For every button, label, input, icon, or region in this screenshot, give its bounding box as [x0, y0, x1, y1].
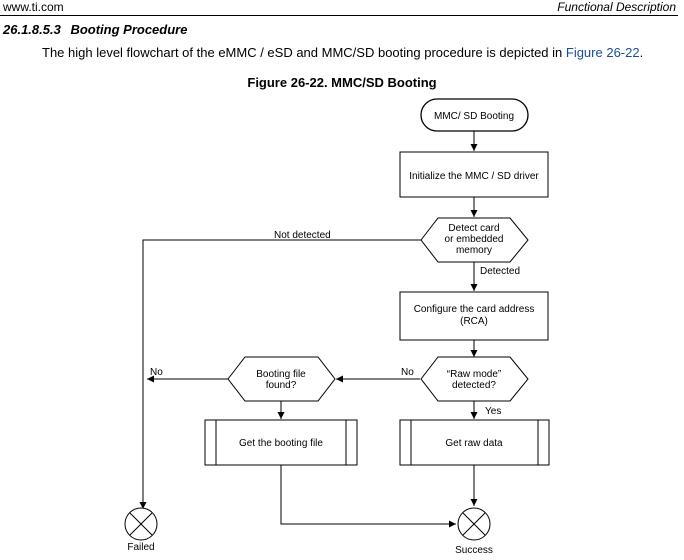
raw-mode-label-1: “Raw mode” — [447, 369, 501, 380]
header-section-title: Functional Description — [557, 0, 676, 14]
figure-link[interactable]: Figure 26-22 — [565, 45, 640, 60]
header-rule — [0, 15, 678, 16]
boot-file-label-1: Booting file — [256, 369, 306, 380]
get-raw-label: Get raw data — [445, 438, 503, 449]
detect-label-3: memory — [456, 245, 492, 256]
get-boot-file-label: Get the booting file — [239, 438, 323, 449]
figure-title: Figure 26-22. MMC/SD Booting — [247, 75, 437, 90]
failed-node: Failed — [124, 507, 158, 553]
config-label-2: (RCA) — [460, 316, 488, 327]
start-label: MMC/ SD Booting — [434, 111, 514, 122]
section-heading: 26.1.8.5.3 Booting Procedure — [3, 22, 187, 37]
detect-label-2: or embedded — [445, 234, 504, 245]
edge-bootfile-success — [280, 465, 456, 528]
no-file-label: No — [150, 367, 163, 378]
failed-label: Failed — [127, 542, 154, 553]
success-label: Success — [455, 545, 493, 556]
success-node: Success — [455, 507, 493, 556]
detect-node: Detect card or embedded memory — [420, 217, 529, 263]
paragraph-end: . — [639, 45, 644, 60]
detect-label-1: Detect card — [448, 223, 499, 234]
start-node: MMC/ SD Booting — [420, 98, 529, 132]
boot-file-label-2: found? — [266, 380, 297, 391]
header-site: www.ti.com — [3, 0, 64, 14]
get-raw-node: Get raw data — [399, 419, 550, 466]
init-node: Initialize the MMC / SD driver — [399, 151, 549, 198]
init-label: Initialize the MMC / SD driver — [409, 171, 539, 182]
config-label-1: Configure the card address — [414, 304, 535, 315]
get-boot-file-node: Get the booting file — [204, 419, 358, 466]
boot-file-node: Booting file found? — [227, 356, 336, 402]
intro-paragraph: The high level flowchart of the eMMC / e… — [42, 45, 643, 60]
raw-mode-label-2: detected? — [452, 380, 496, 391]
no-raw-label: No — [401, 367, 414, 378]
yes-raw-label: Yes — [485, 406, 501, 417]
paragraph-text: The high level flowchart of the eMMC / e… — [42, 45, 566, 60]
raw-mode-node: “Raw mode” detected? — [420, 356, 529, 402]
detected-label: Detected — [480, 266, 520, 277]
edge-not-detected — [139, 239, 421, 509]
not-detected-label: Not detected — [274, 230, 331, 241]
section-number: 26.1.8.5.3 — [3, 22, 61, 37]
config-node: Configure the card address (RCA) — [399, 291, 549, 341]
section-title: Booting Procedure — [70, 22, 188, 37]
